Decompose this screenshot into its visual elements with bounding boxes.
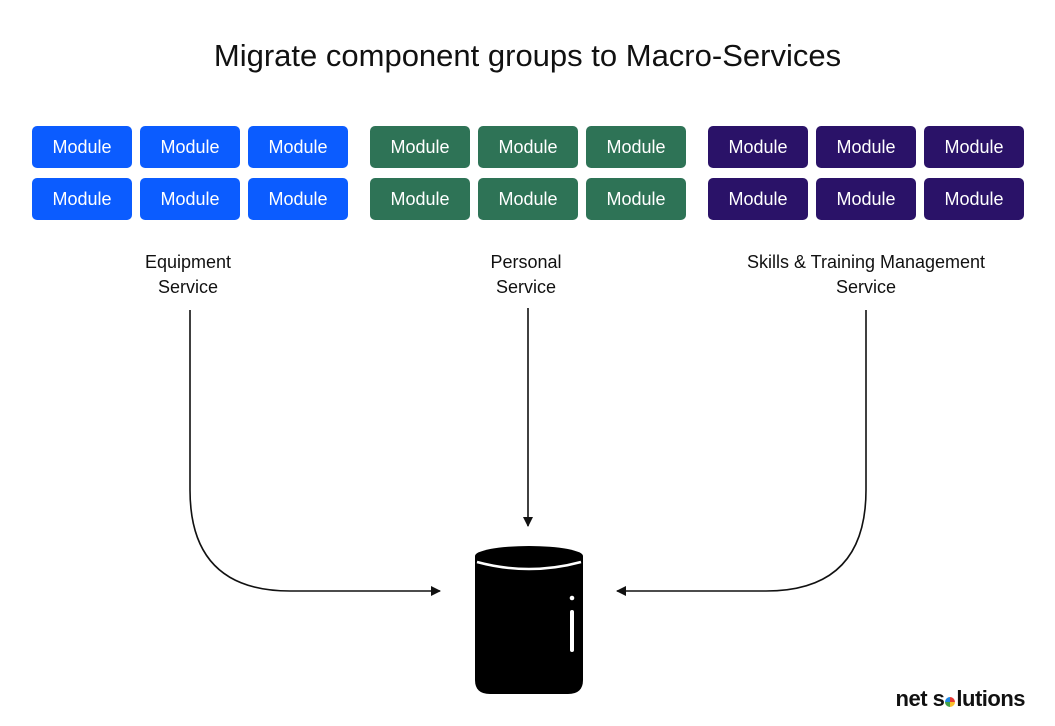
module-box: Module xyxy=(708,126,808,168)
equipment-arrow xyxy=(189,310,441,596)
module-box: Module xyxy=(140,126,240,168)
service-label-line2: Service xyxy=(835,277,897,297)
module-box: Module xyxy=(370,178,470,220)
module-box: Module xyxy=(478,126,578,168)
database-icon xyxy=(475,546,583,694)
module-box: Module xyxy=(32,178,132,220)
module-box: Module xyxy=(586,126,686,168)
module-box: Module xyxy=(248,178,348,220)
diagram-title: Migrate component groups to Macro-Servic… xyxy=(213,38,842,73)
module-box: Module xyxy=(248,126,348,168)
module-box: Module xyxy=(816,126,916,168)
personal-module-group: Module Module Module Module Module Modul… xyxy=(370,126,686,220)
logo-dot-icon xyxy=(945,697,956,707)
module-box: Module xyxy=(370,126,470,168)
equipment-module-group: Module Module Module Module Module Modul… xyxy=(32,126,348,220)
module-box: Module xyxy=(140,178,240,220)
service-label-line1: Personal xyxy=(490,252,562,272)
module-box: Module xyxy=(924,126,1024,168)
skills-arrow xyxy=(616,310,867,596)
module-box: Module xyxy=(32,126,132,168)
service-label-line1: Equipment xyxy=(144,252,232,272)
skills-training-service-label: Skills & Training Management Service xyxy=(716,250,1016,300)
skills-training-module-group: Module Module Module Module Module Modul… xyxy=(708,126,1024,220)
service-label-line2: Service xyxy=(157,277,219,297)
module-box: Module xyxy=(924,178,1024,220)
service-label-line1: Skills & Training Management xyxy=(746,252,986,272)
personal-service-label: Personal Service xyxy=(426,250,626,300)
module-box: Module xyxy=(586,178,686,220)
module-box: Module xyxy=(816,178,916,220)
module-box: Module xyxy=(478,178,578,220)
module-box: Module xyxy=(708,178,808,220)
equipment-service-label: Equipment Service xyxy=(88,250,288,300)
service-label-line2: Service xyxy=(495,277,557,297)
